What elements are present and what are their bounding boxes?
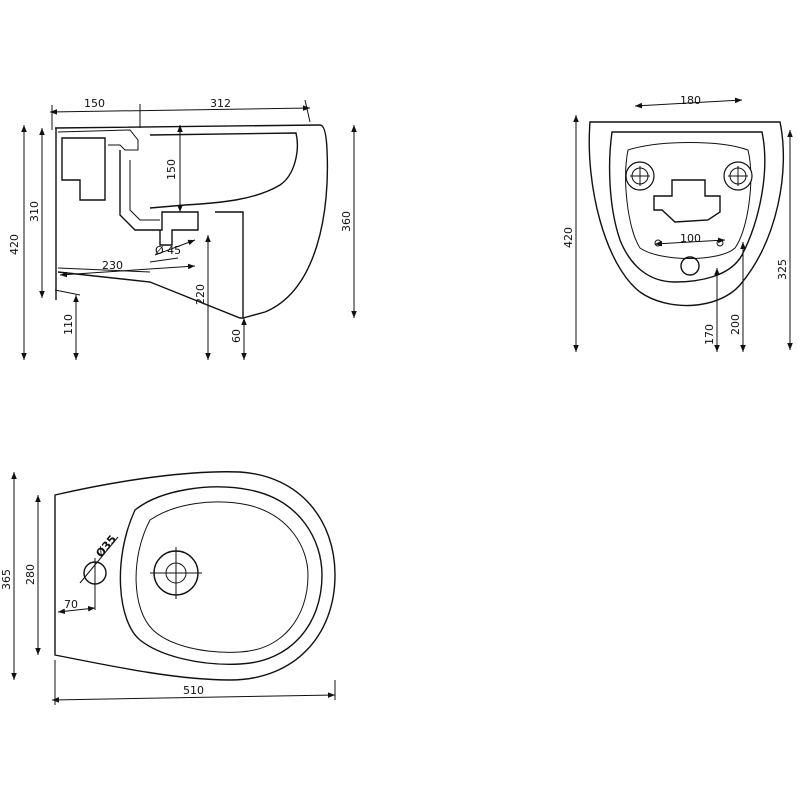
side-view-bowl-outline: [149, 132, 298, 209]
top-view-bowl-outer: [119, 486, 323, 665]
dim-510: 510: [183, 684, 204, 697]
dim-150-top: 150: [84, 97, 105, 110]
dim-150-trap: 150: [165, 159, 178, 180]
dim-70: 70: [64, 598, 78, 611]
dim-170: 170: [703, 324, 716, 345]
dim-100: 100: [680, 232, 701, 245]
dim-360: 360: [340, 211, 353, 232]
top-view: Ø35 365 280 70 510: [0, 471, 336, 705]
dim-280: 280: [24, 564, 37, 585]
dim-420-rear: 420: [562, 227, 575, 248]
dim-tap-hole-diameter: Ø35: [93, 533, 119, 560]
dim-312: 312: [210, 97, 231, 110]
dim-230: 230: [102, 259, 123, 272]
dim-110: 110: [62, 314, 75, 335]
rear-view: 180 420 100 325 170 200: [562, 94, 793, 352]
side-view-trap: [119, 150, 199, 246]
dim-outlet-diameter: Ø 45: [155, 244, 181, 257]
rear-view-inner-recess: [625, 142, 752, 259]
rear-view-inner-outline: [608, 131, 766, 283]
side-view-trap-inner: [129, 160, 160, 221]
side-view: 150 312 420 310 150 Ø 45 230 220 110 60 …: [8, 97, 357, 360]
top-view-outer-outline: [54, 471, 336, 681]
top-view-bowl-inner: [135, 501, 309, 653]
dim-420-side: 420: [8, 234, 21, 255]
dim-60: 60: [230, 329, 243, 343]
dim-325: 325: [776, 259, 789, 280]
dim-365: 365: [0, 569, 13, 590]
side-view-rim: [57, 129, 139, 151]
rear-view-center-block: [653, 179, 721, 223]
side-view-body-outline: [54, 124, 329, 319]
side-view-wall-panel: [61, 137, 106, 201]
rear-view-outer-outline: [588, 121, 785, 307]
drain-hole: [680, 256, 700, 276]
dim-200: 200: [729, 314, 742, 335]
dim-180: 180: [680, 94, 701, 107]
small-hole-left: [654, 239, 662, 247]
dim-310: 310: [28, 201, 41, 222]
dim-220: 220: [194, 284, 207, 305]
